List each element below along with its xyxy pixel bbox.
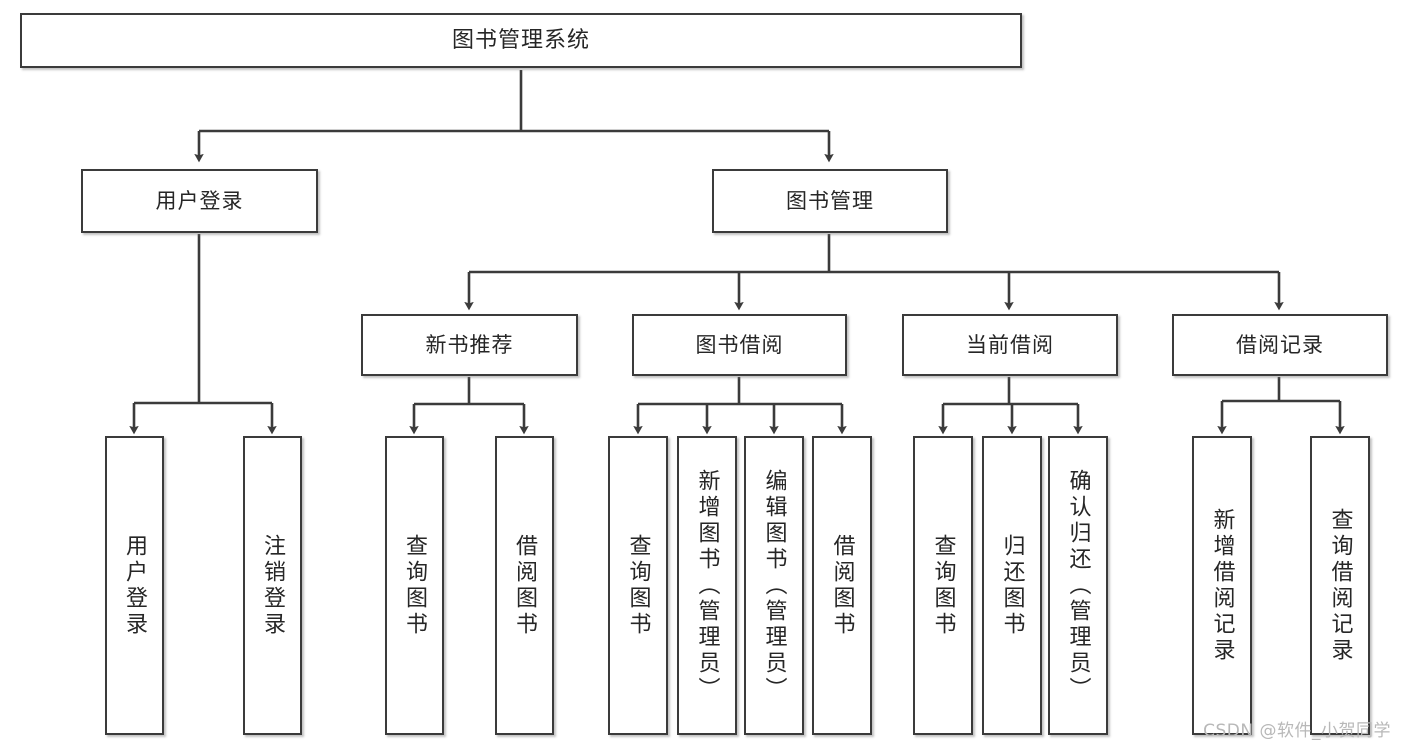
leaf-borrow-book-borrow[interactable]: 借阅图书 [812,436,872,735]
node-label: 归还图书 [999,533,1025,638]
leaf-logout[interactable]: 注销登录 [243,436,302,735]
node-borrow-record[interactable]: 借阅记录 [1172,314,1388,376]
node-label: 查询借阅记录 [1327,507,1353,664]
node-user-login[interactable]: 用户登录 [81,169,318,233]
node-root-system[interactable]: 图书管理系统 [20,13,1022,68]
node-label: 查询图书 [402,533,428,638]
node-label: 图书管理 [786,188,874,213]
node-book-manage[interactable]: 图书管理 [712,169,948,233]
leaf-edit-book[interactable]: 编辑图书（管理员） [744,436,804,735]
node-book-borrow[interactable]: 图书借阅 [632,314,847,376]
node-label: 图书管理系统 [451,27,590,53]
leaf-query-book-borrow[interactable]: 查询图书 [608,436,668,735]
leaf-borrow-book-new[interactable]: 借阅图书 [495,436,554,735]
node-label: 图书借阅 [695,332,784,357]
node-label: 注销登录 [260,533,286,638]
node-new-book-recommend[interactable]: 新书推荐 [361,314,578,376]
leaf-query-book-current[interactable]: 查询图书 [913,436,973,735]
leaf-add-book[interactable]: 新增图书（管理员） [677,436,737,735]
node-label: 新书推荐 [425,332,514,357]
node-label: 查询图书 [930,533,956,638]
node-label: 新增借阅记录 [1209,507,1235,664]
leaf-query-book-new[interactable]: 查询图书 [385,436,444,735]
node-label: 用户登录 [122,533,148,638]
leaf-add-borrow-record[interactable]: 新增借阅记录 [1192,436,1252,735]
node-label: 借阅图书 [512,533,538,638]
leaf-return-book[interactable]: 归还图书 [982,436,1042,735]
node-label: 用户登录 [155,188,244,213]
leaf-confirm-return[interactable]: 确认归还（管理员） [1048,436,1108,735]
node-label: 编辑图书（管理员） [761,468,787,703]
node-label: 借阅图书 [829,533,855,638]
csdn-watermark: CSDN @软件_小贺同学 [1203,721,1391,741]
node-label: 查询图书 [625,533,651,638]
leaf-user-login[interactable]: 用户登录 [105,436,164,735]
node-current-borrow[interactable]: 当前借阅 [902,314,1118,376]
node-label: 新增图书（管理员） [694,468,720,703]
node-label: 确认归还（管理员） [1065,468,1091,703]
node-label: 借阅记录 [1236,332,1324,357]
node-label: 当前借阅 [966,332,1054,357]
leaf-query-borrow-record[interactable]: 查询借阅记录 [1310,436,1370,735]
